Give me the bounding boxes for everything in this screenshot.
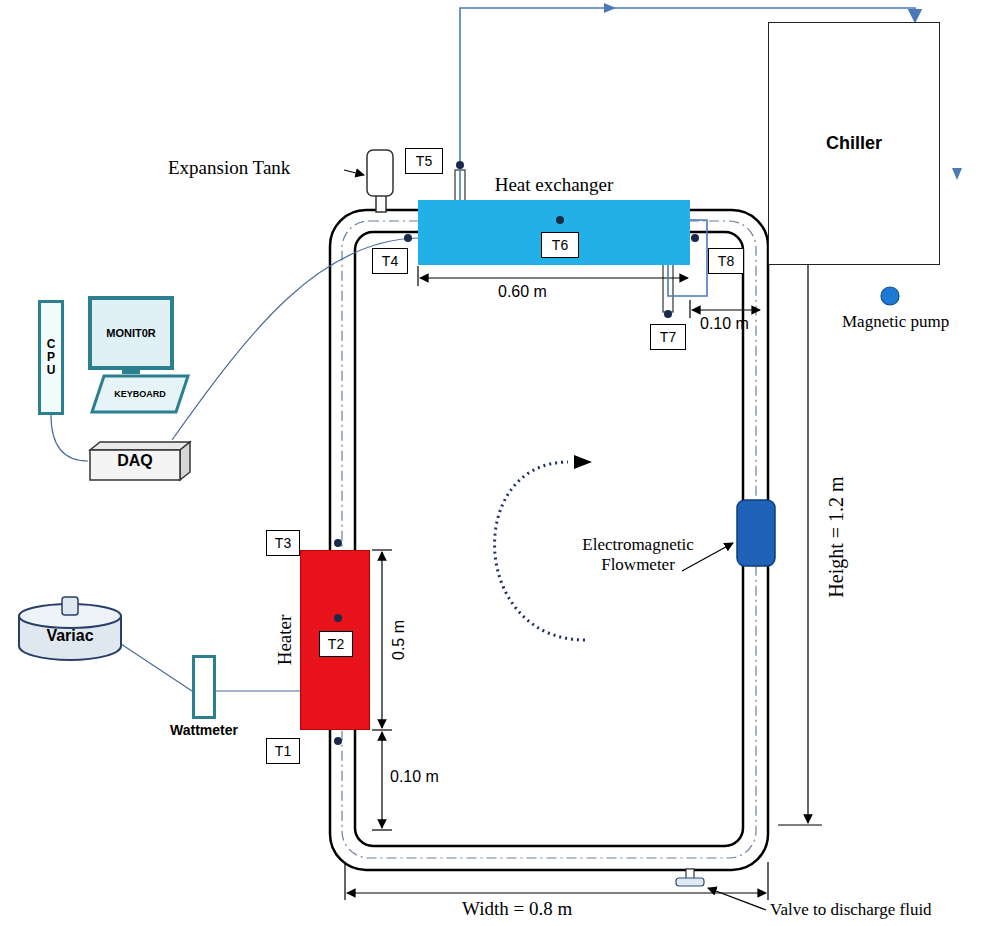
sensor-tag: T4	[372, 248, 408, 274]
dimension-tick	[372, 829, 392, 830]
node-label: DAQ	[117, 452, 153, 470]
sensor-dot	[334, 614, 342, 622]
node-heading: Heat exchanger	[495, 174, 614, 196]
pipe-outer	[330, 210, 768, 870]
daq-side	[180, 442, 190, 480]
magnetic-pump	[881, 287, 899, 305]
sensor-dot	[334, 539, 342, 547]
signal-wire	[51, 415, 88, 461]
sensor-dot	[664, 310, 672, 318]
sensor-tag: T6	[541, 232, 579, 258]
dimension-tick	[417, 266, 418, 286]
pipe-centerline	[342, 221, 756, 858]
dimension-tick	[778, 824, 822, 825]
node-label: Variac	[46, 627, 93, 645]
cpu-tower: CPU	[38, 300, 64, 415]
variac-knob	[62, 597, 78, 615]
sensor-dot	[404, 234, 412, 242]
dimension-tick	[372, 549, 392, 550]
dimension-label: 0.60 m	[498, 283, 547, 301]
electromagnetic-flowmeter	[737, 500, 775, 566]
pipe-inner	[355, 232, 743, 846]
node-heading: Wattmeter	[170, 722, 238, 738]
sensor-tag: T2	[319, 631, 353, 657]
daq-top	[90, 442, 190, 450]
leader-line	[708, 888, 766, 910]
part-label: Magnetic pump	[842, 312, 949, 332]
valve-handle	[676, 878, 704, 886]
node-label: T4	[382, 253, 398, 269]
signal-wire	[172, 238, 418, 440]
part-label: Valve to discharge fluid	[770, 900, 932, 920]
dimension-label: 0.5 m	[390, 620, 408, 660]
keyboard-shape	[92, 376, 188, 412]
signal-wire	[216, 690, 300, 691]
dimension-line	[381, 552, 382, 728]
node-label: T8	[718, 253, 734, 269]
dimension-line	[692, 309, 760, 310]
node-label: T7	[660, 329, 676, 345]
sensor-dot	[456, 161, 464, 169]
dimension-tick	[767, 862, 768, 900]
node-label: T6	[552, 237, 568, 253]
sensor-tag: T7	[650, 324, 686, 350]
variac: Variac	[16, 596, 124, 662]
node-label: T2	[328, 636, 344, 652]
node-label: CPU	[45, 338, 57, 378]
dimension-label: Width = 0.8 m	[462, 898, 572, 920]
signal-wire	[121, 644, 192, 691]
sensor-tag: T3	[266, 530, 300, 556]
part-label: Electromagnetic Flowmeter	[556, 535, 720, 575]
heat-exchanger: Heat exchangerT6	[418, 200, 690, 265]
sensor-tag: T5	[405, 148, 443, 174]
dimension-line	[381, 732, 382, 828]
dimension-tick	[689, 300, 690, 318]
node-label: Chiller	[826, 133, 882, 154]
circulation-arrowhead	[574, 455, 592, 469]
dimension-tick	[372, 729, 392, 730]
part-label: Expansion Tank	[168, 157, 290, 179]
sensor-dot	[691, 234, 699, 242]
heater: HeaterT2	[300, 550, 370, 730]
daq-front	[90, 450, 180, 480]
node-heading: Heater	[274, 615, 296, 666]
dimension-line	[807, 252, 808, 823]
sensor-dot	[334, 737, 342, 745]
node-label: T1	[275, 743, 291, 759]
node-label: T5	[416, 153, 432, 169]
expansion-tank	[367, 150, 393, 196]
dimension-tick	[344, 862, 345, 900]
node-label: T3	[275, 535, 291, 551]
sensor-dot	[556, 216, 564, 224]
daq-box: DAQ	[88, 440, 192, 482]
monitor: MONIT0R	[88, 296, 174, 370]
node-label: MONIT0R	[106, 327, 156, 339]
wattmeter: Wattmeter	[192, 655, 216, 719]
dimension-label: Height = 1.2 m	[825, 476, 848, 597]
dimension-line	[347, 892, 766, 893]
circulation-arrow	[495, 462, 585, 640]
sensor-tag: T8	[708, 248, 744, 274]
keyboard: KEYBOARD	[90, 374, 190, 414]
dimension-label: 0.10 m	[700, 315, 749, 333]
dimension-line	[420, 277, 688, 278]
node-label: KEYBOARD	[114, 389, 166, 399]
leader-line	[344, 170, 364, 175]
dimension-label: 0.10 m	[390, 768, 439, 786]
sensor-tag: T1	[266, 738, 300, 764]
flow-arrow	[952, 168, 962, 180]
chiller-box: Chiller	[768, 22, 940, 265]
